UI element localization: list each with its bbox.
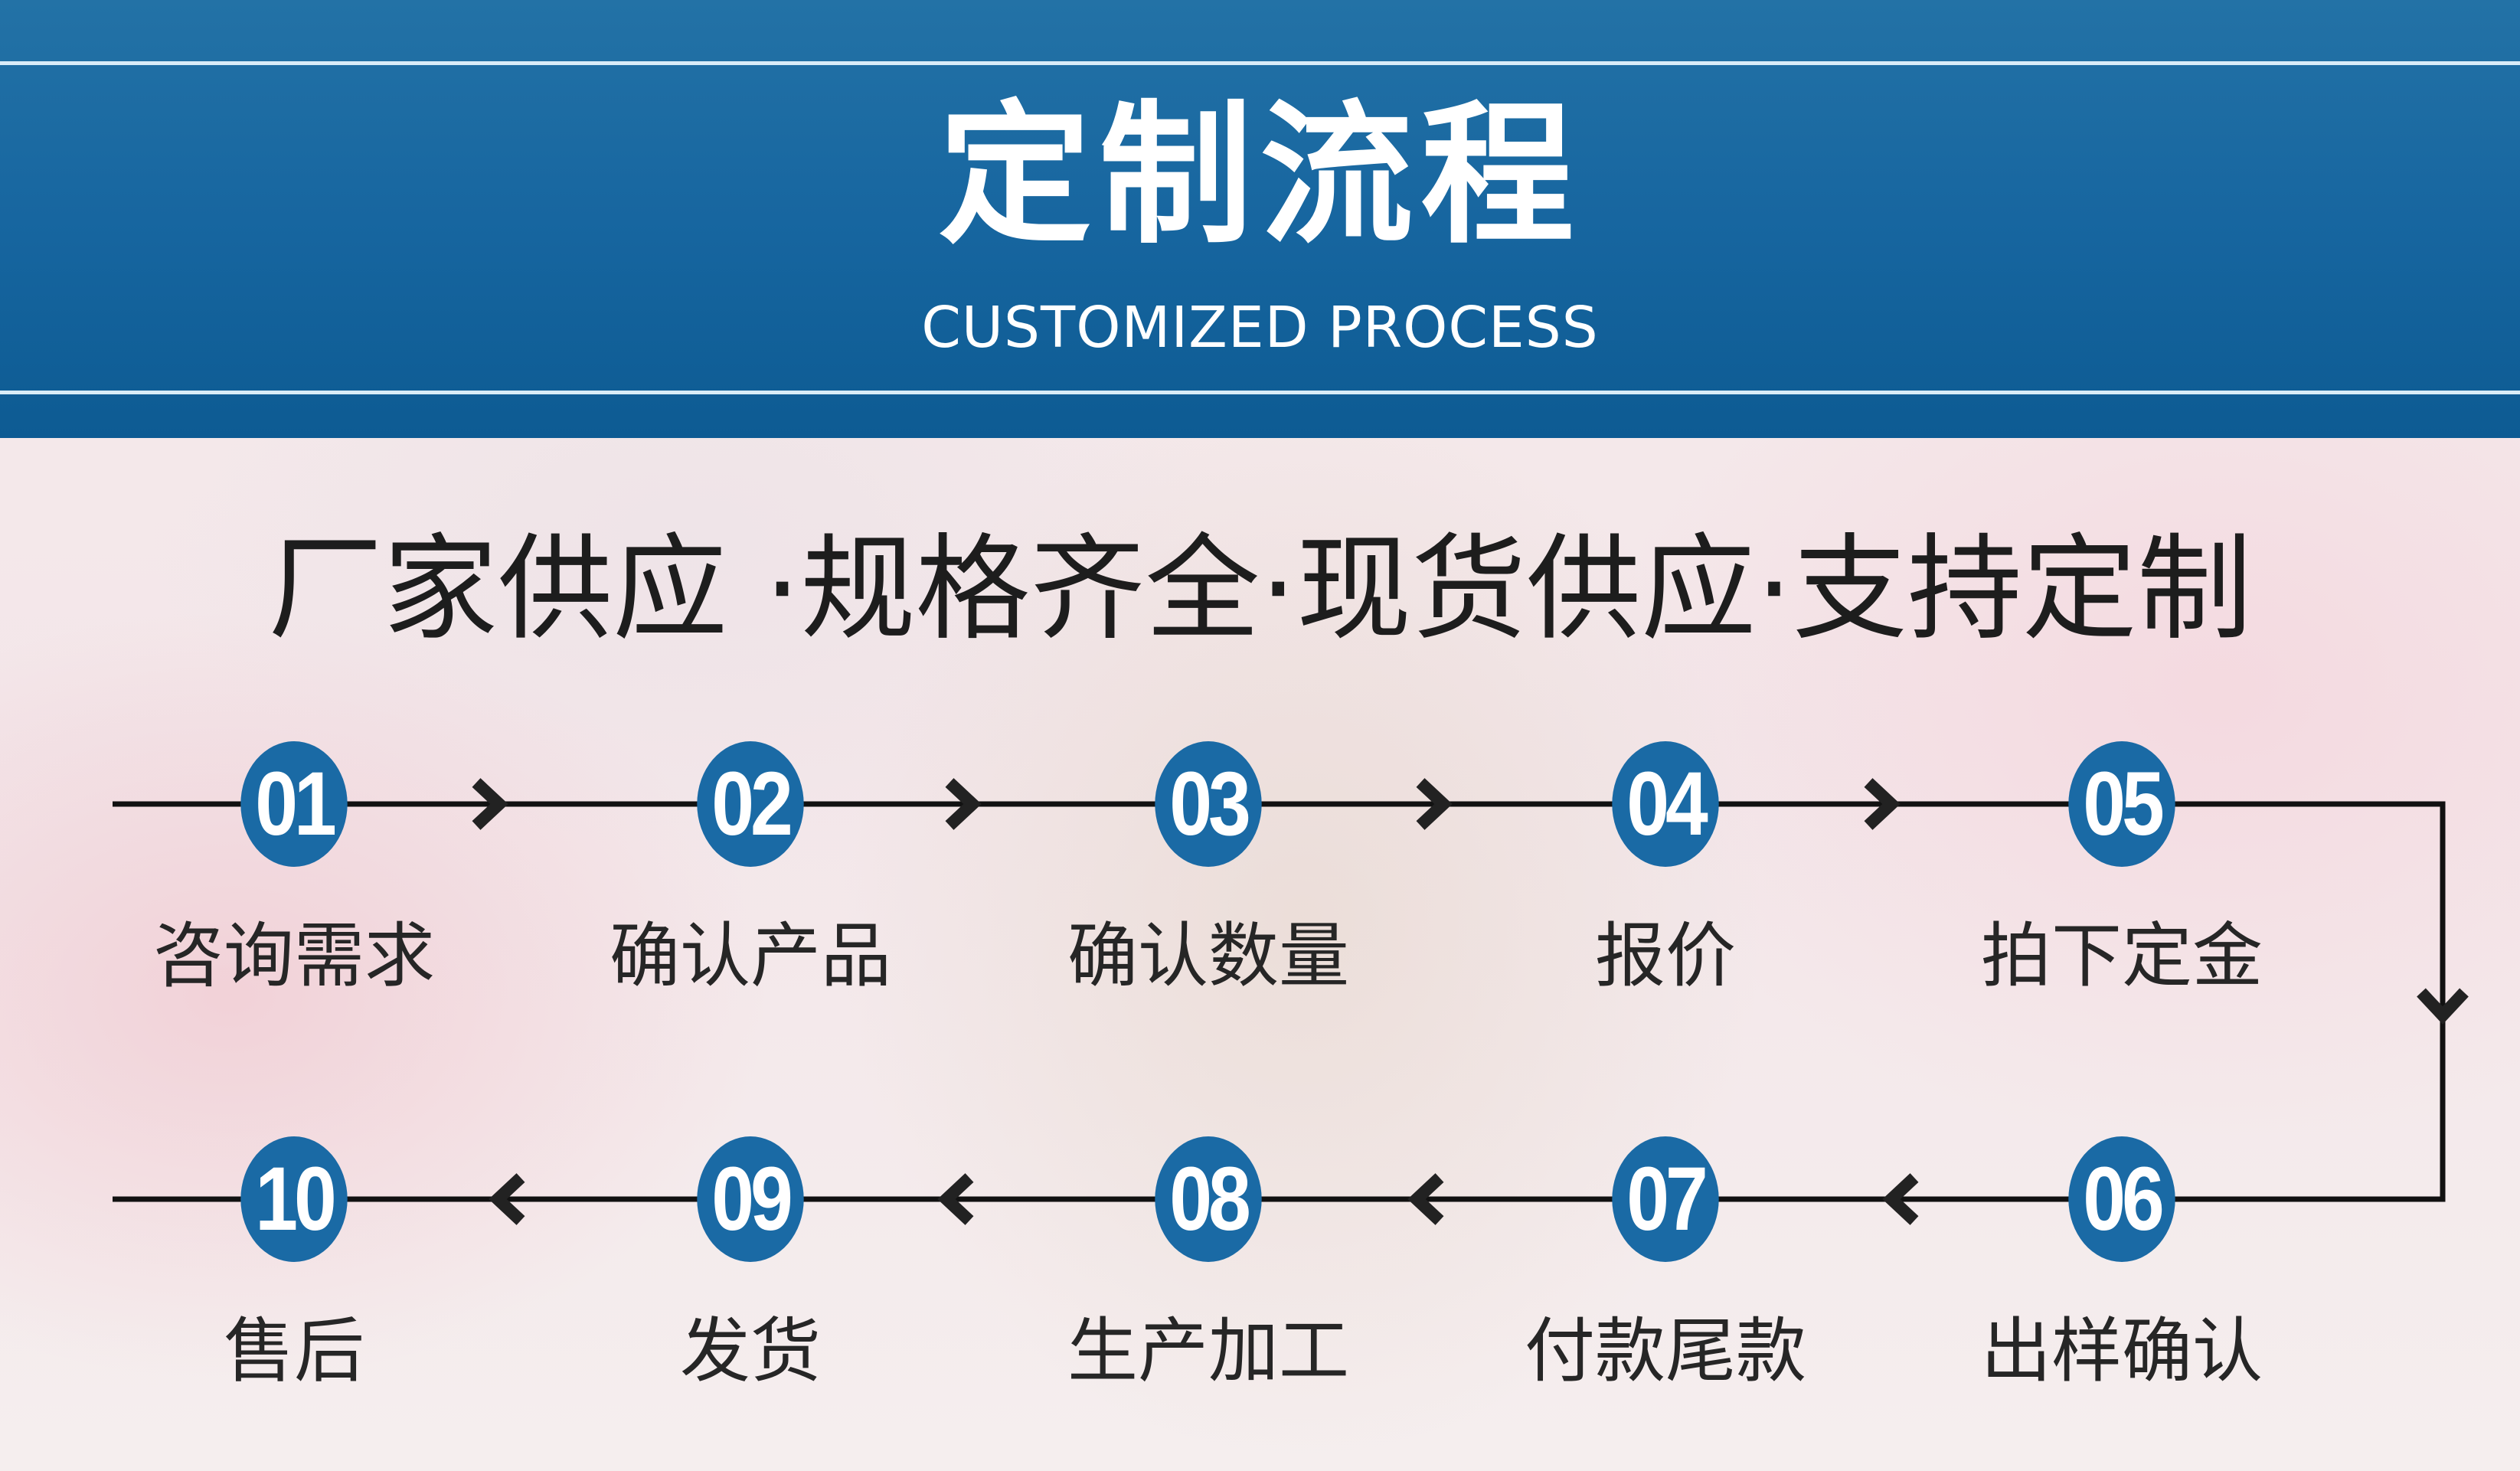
arrow-left-icon (1882, 1173, 1919, 1225)
step-03: 03 确认数量 (1017, 741, 1400, 999)
step-06: 06 出样确认 (1930, 1136, 2313, 1394)
step-number-badge: 05 (2068, 741, 2175, 867)
arrow-left-icon (937, 1173, 974, 1225)
arrow-right-icon (945, 778, 982, 830)
step-number-badge: 01 (240, 741, 348, 867)
step-label: 出样确认 (1980, 1310, 2263, 1392)
page-title: 定制流程 (938, 87, 1582, 265)
step-number-badge: 03 (1155, 741, 1262, 867)
step-04: 04 报价 (1474, 741, 1857, 999)
arrow-left-icon (1407, 1173, 1444, 1225)
arrow-right-icon (1416, 778, 1453, 830)
step-09: 09 发货 (559, 1136, 942, 1394)
step-08: 08 生产加工 (1017, 1136, 1400, 1394)
slogan: 厂家供应 ·规格齐全·现货供应·支持定制 (268, 523, 2252, 656)
step-label: 付款尾款 (1524, 1310, 1806, 1392)
step-label: 报价 (1594, 915, 1736, 997)
step-05: 05 拍下定金 (1930, 741, 2313, 999)
arrow-right-icon (1864, 778, 1901, 830)
flow-connector-line (113, 801, 2446, 1202)
step-label: 生产加工 (1067, 1310, 1349, 1392)
step-number-badge: 07 (1612, 1136, 1719, 1262)
step-number-badge: 04 (1612, 741, 1719, 867)
arrow-right-icon (472, 778, 508, 830)
step-label: 拍下定金 (1980, 915, 2263, 997)
step-number-badge: 10 (240, 1136, 348, 1262)
step-10: 10 售后 (103, 1136, 485, 1394)
arrow-left-icon (489, 1173, 525, 1225)
step-number-badge: 08 (1155, 1136, 1262, 1262)
step-number-badge: 02 (697, 741, 804, 867)
page-subtitle: CUSTOMIZED PROCESS (921, 295, 1599, 361)
step-number-badge: 09 (697, 1136, 804, 1262)
arrow-down-icon (2417, 988, 2469, 1025)
step-label: 咨询需求 (152, 915, 435, 997)
header-banner: 定制流程 CUSTOMIZED PROCESS (0, 0, 2520, 438)
step-number-badge: 06 (2068, 1136, 2175, 1262)
step-01: 01 咨询需求 (103, 741, 485, 999)
step-07: 07 付款尾款 (1474, 1136, 1857, 1394)
step-label: 发货 (679, 1310, 821, 1392)
header-divider-top (0, 61, 2520, 65)
step-label: 确认数量 (1067, 915, 1349, 997)
step-label: 确认产品 (609, 915, 891, 997)
header-divider-bottom (0, 391, 2520, 394)
step-02: 02 确认产品 (559, 741, 942, 999)
step-label: 售后 (223, 1310, 364, 1392)
